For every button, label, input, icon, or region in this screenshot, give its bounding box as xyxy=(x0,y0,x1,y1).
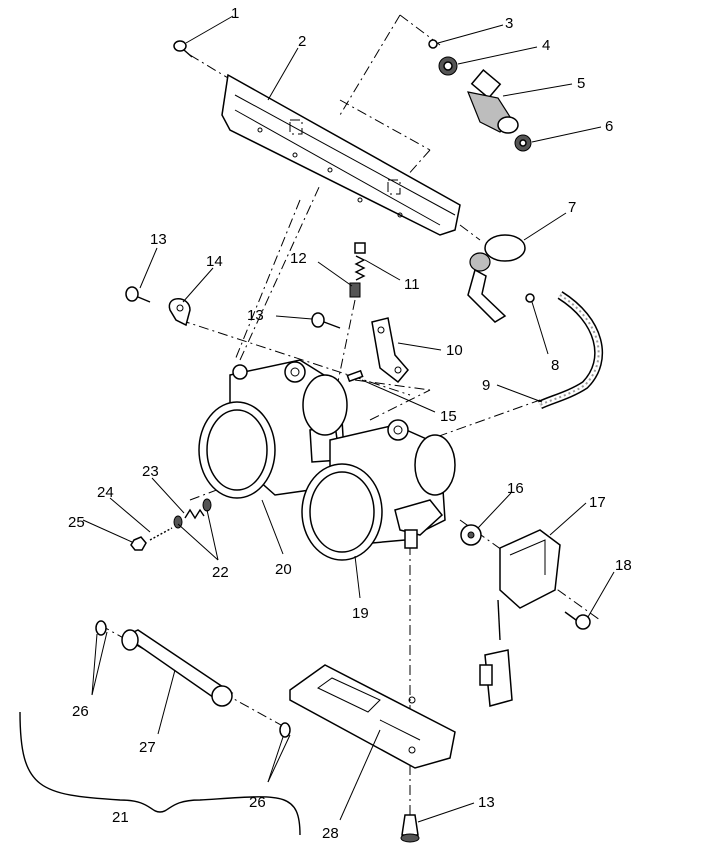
callout-28: 28 xyxy=(322,825,339,842)
part-25-nut xyxy=(130,536,147,551)
part-27-hose xyxy=(121,629,234,707)
callout-6: 6 xyxy=(605,118,613,135)
callout-20: 20 xyxy=(275,561,292,578)
callout-16: 16 xyxy=(507,480,524,497)
callout-12: 12 xyxy=(290,250,307,267)
part-13-screw-mid xyxy=(311,312,341,329)
part-6-seal xyxy=(514,134,532,152)
part-1-screw xyxy=(173,40,193,58)
callout-5: 5 xyxy=(577,75,585,92)
callout-13-upper: 13 xyxy=(150,231,167,248)
part-16-washer xyxy=(460,524,482,546)
part-9-hose xyxy=(537,291,604,410)
part-10-bracket xyxy=(371,317,409,384)
callout-11: 11 xyxy=(404,276,420,293)
callout-17: 17 xyxy=(589,494,606,511)
brace-21 xyxy=(19,711,301,836)
part-8-screw xyxy=(525,293,535,303)
callout-9: 9 xyxy=(482,377,490,394)
callout-13-mid: 13 xyxy=(247,307,264,324)
callout-23: 23 xyxy=(142,463,159,480)
callout-25: 25 xyxy=(68,514,85,531)
callout-8: 8 xyxy=(551,357,559,374)
callout-14: 14 xyxy=(206,253,223,270)
callout-26-lower: 26 xyxy=(249,794,266,811)
part-7-pressure-regulator xyxy=(467,234,526,323)
leader-lines xyxy=(82,15,615,823)
part-26-clamp-lower xyxy=(279,722,291,738)
part-13-screw-lower xyxy=(400,814,420,843)
part-28-mounting-plate xyxy=(289,664,456,769)
callout-19: 19 xyxy=(352,605,369,622)
callout-26-upper: 26 xyxy=(72,703,89,720)
part-20-throttle-body-left xyxy=(198,359,348,499)
callout-22: 22 xyxy=(212,564,229,581)
callout-7: 7 xyxy=(568,199,576,216)
callout-labels: 1 2 3 4 5 6 7 8 9 10 11 12 13 13 13 14 1… xyxy=(68,5,632,842)
part-2-fuel-rail xyxy=(221,73,461,236)
callout-27: 27 xyxy=(139,739,156,756)
part-14-clip xyxy=(168,298,191,327)
part-19-throttle-body-right xyxy=(301,419,456,561)
callout-15: 15 xyxy=(440,408,457,425)
part-23-spring xyxy=(184,508,205,520)
part-4-seal xyxy=(438,56,458,76)
part-18-screw xyxy=(564,611,591,630)
callout-2: 2 xyxy=(298,33,306,50)
callout-1: 1 xyxy=(231,5,239,22)
callout-4: 4 xyxy=(542,37,550,54)
callout-10: 10 xyxy=(446,342,463,359)
callout-13-lower: 13 xyxy=(478,794,495,811)
part-24-screw xyxy=(149,527,173,541)
callout-18: 18 xyxy=(615,557,632,574)
part-3-o-ring xyxy=(428,39,438,49)
part-17-sensor xyxy=(479,529,561,707)
part-15-pin xyxy=(346,369,364,383)
part-11-12-screw-spring xyxy=(349,242,366,298)
part-13-screw-upper xyxy=(125,286,151,303)
part-5-injector xyxy=(467,68,519,134)
part-22-washers xyxy=(173,498,212,529)
callout-21: 21 xyxy=(112,809,129,826)
callout-24: 24 xyxy=(97,484,114,501)
callout-3: 3 xyxy=(505,15,513,32)
part-26-clamp-upper xyxy=(95,620,107,636)
